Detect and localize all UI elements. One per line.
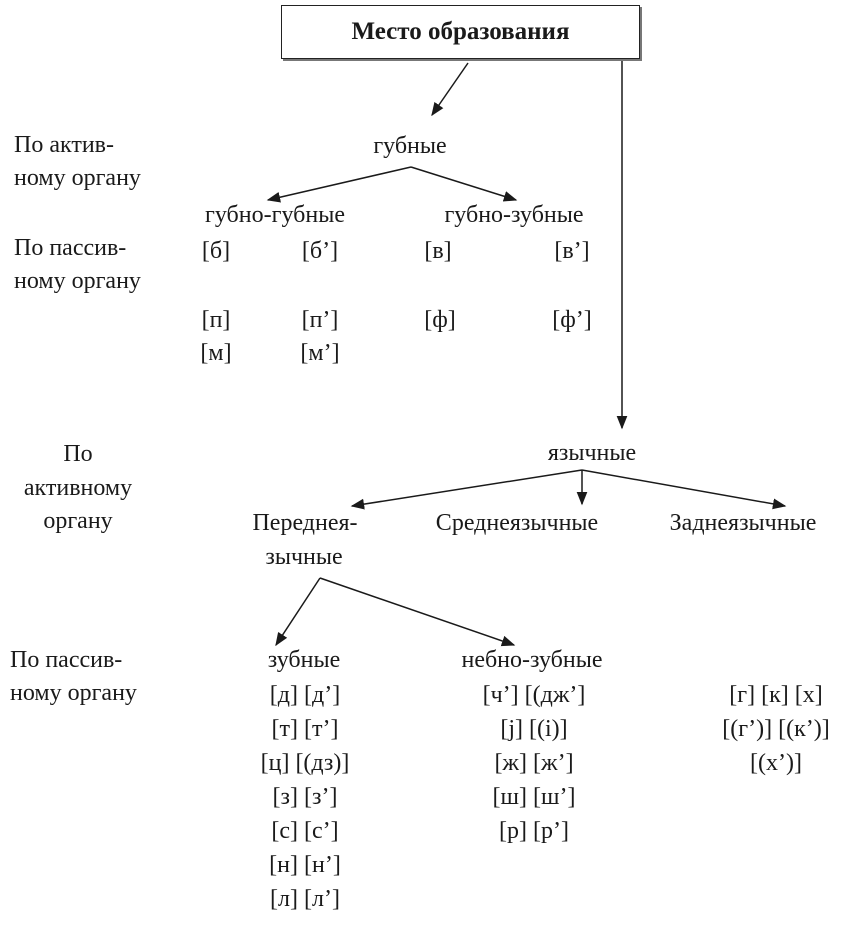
node-labiodental: губно-зубные bbox=[444, 202, 584, 228]
dental-sound-row: [з] [з’] bbox=[272, 784, 338, 810]
node-middle: Среднеязычные bbox=[435, 510, 599, 536]
dental-sound-row: [т] [т’] bbox=[271, 716, 339, 742]
arrow-title-to-labial bbox=[431, 62, 469, 117]
arrow-lingual-to-front bbox=[350, 469, 583, 510]
label-active-organ-2-line3: органу bbox=[43, 508, 113, 534]
palatodental-sound-row: [ч’] [(дж’] bbox=[482, 682, 586, 708]
dental-sound-row: [д] [д’] bbox=[269, 682, 341, 708]
arrow-front-to-palatodental bbox=[319, 577, 516, 647]
dental-sound-row: [н] [н’] bbox=[269, 852, 341, 878]
label-passive-organ-1-line1: По пассив- bbox=[14, 235, 127, 261]
palatodental-sounds: [ч’] [(дж’] [j] [(i)] [ж] [ж’] [ш] [ш’] … bbox=[483, 678, 586, 848]
sound-m: [м] bbox=[200, 340, 232, 366]
label-active-organ-2-line1: По bbox=[63, 441, 93, 467]
back-sound-row: [г] [к] [х] bbox=[729, 682, 823, 708]
sound-m-soft: [м’] bbox=[300, 340, 340, 366]
label-passive-organ-1-line2: ному органу bbox=[14, 268, 141, 294]
label-passive-organ-2-line2: ному органу bbox=[10, 680, 137, 706]
back-sound-row: [(г’)] [(к’)] bbox=[722, 716, 830, 742]
node-front-line1: Переднея- bbox=[252, 510, 358, 536]
palatodental-sound-row: [ж] [ж’] bbox=[494, 750, 574, 776]
label-active-organ-1-line1: По актив- bbox=[14, 132, 114, 158]
back-sounds: [г] [к] [х] [(г’)] [(к’)] [(х’)] bbox=[722, 678, 829, 780]
node-front-line2: зычные bbox=[265, 544, 343, 570]
sound-v: [в] bbox=[424, 238, 452, 264]
node-lingual: язычные bbox=[547, 440, 637, 466]
sound-f-soft: [ф’] bbox=[552, 307, 592, 333]
arrow-front-to-dental bbox=[275, 577, 321, 647]
node-dental: зубные bbox=[267, 647, 341, 673]
palatodental-sound-row: [р] [р’] bbox=[499, 818, 569, 844]
title: Место образования bbox=[351, 18, 570, 45]
palatodental-sound-row: [j] [(i)] bbox=[500, 716, 568, 742]
sound-p: [п] bbox=[201, 307, 231, 333]
sound-b-soft: [б’] bbox=[301, 238, 339, 264]
label-passive-organ-2-line1: По пассив- bbox=[10, 647, 123, 673]
palatodental-sound-row: [ш] [ш’] bbox=[492, 784, 576, 810]
node-bilabial: губно-губные bbox=[205, 202, 345, 228]
sound-v-soft: [в’] bbox=[554, 238, 590, 264]
sound-p-soft: [п’] bbox=[301, 307, 339, 333]
sound-f: [ф] bbox=[424, 307, 456, 333]
dental-sound-row: [с] [с’] bbox=[271, 818, 339, 844]
node-back: Заднеязычные bbox=[669, 510, 817, 536]
back-sound-row: [(х’)] bbox=[750, 750, 802, 776]
dental-sound-row: [ц] [(дз)] bbox=[260, 750, 350, 776]
dental-sound-row: [л] [л’] bbox=[270, 886, 340, 912]
node-palatodental: небно-зубные bbox=[461, 647, 603, 673]
arrow-lingual-to-back bbox=[581, 469, 787, 510]
node-labial: губные bbox=[373, 133, 447, 159]
sound-b: [б] bbox=[201, 238, 231, 264]
arrow-labial-to-labiodental bbox=[410, 166, 518, 202]
dental-sounds: [д] [д’] [т] [т’] [ц] [(дз)] [з] [з’] [с… bbox=[261, 678, 350, 916]
label-active-organ-1-line2: ному органу bbox=[14, 165, 141, 191]
arrow-labial-to-bilabial bbox=[266, 166, 412, 203]
title-box: Место образования bbox=[281, 5, 640, 59]
label-active-organ-2-line2: активному bbox=[23, 475, 133, 501]
